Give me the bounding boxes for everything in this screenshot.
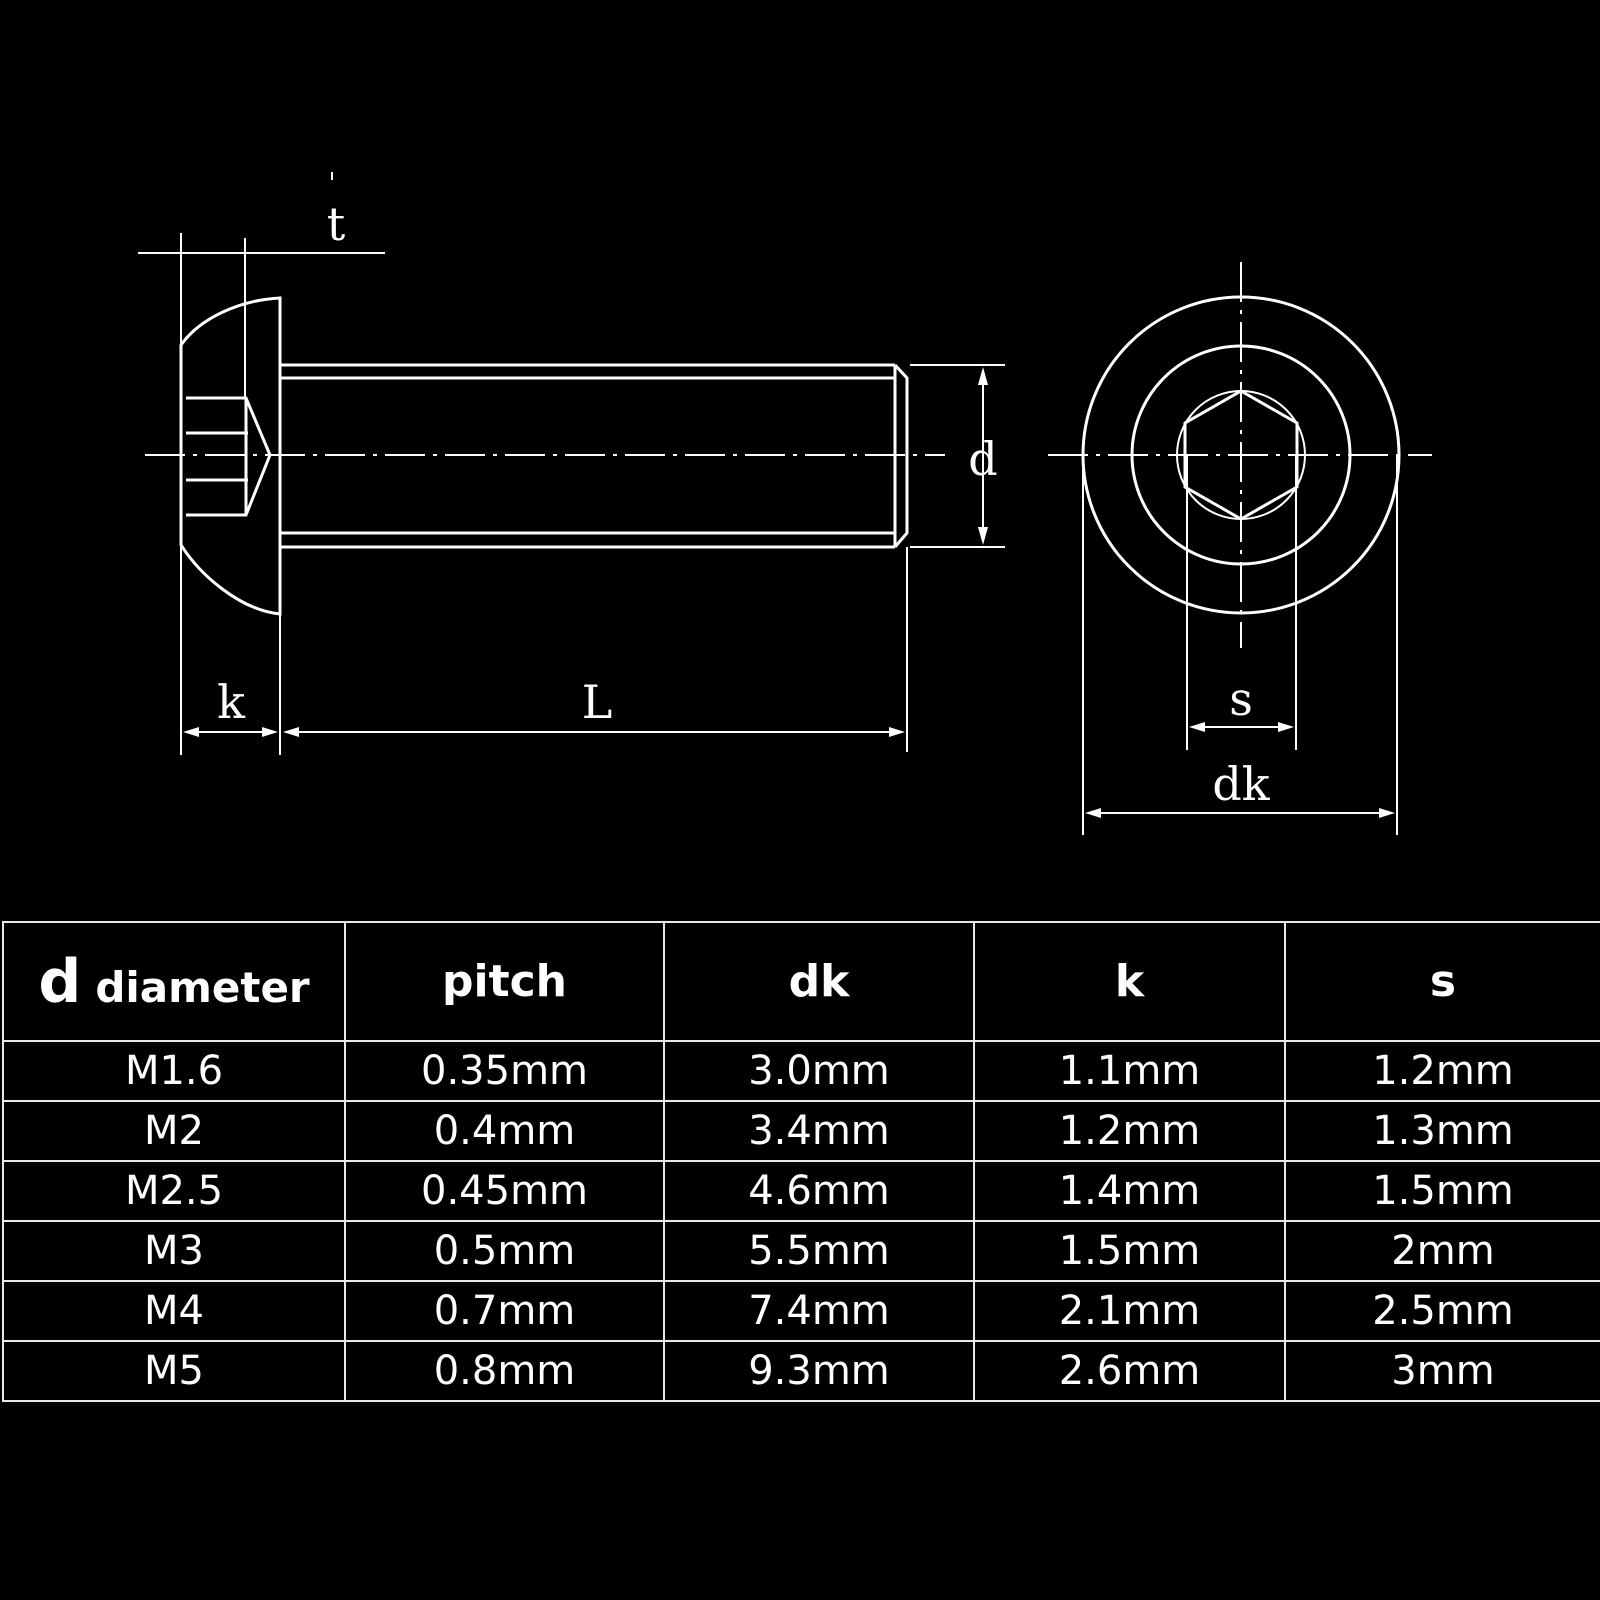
centerlines	[145, 262, 1432, 648]
header-row: d diameter pitch dk k s	[2, 921, 1600, 1042]
cell-pitch: 0.8mm	[344, 1340, 665, 1402]
d-arrow-bottom	[978, 527, 988, 545]
cell-dk: 3.0mm	[663, 1040, 975, 1102]
cell-pitch: 0.45mm	[344, 1160, 665, 1222]
side-view	[179, 296, 909, 616]
label-t: t	[327, 197, 346, 251]
spec-table: d diameter pitch dk k s M1.6 0.35mm 3.0mm…	[2, 921, 1600, 1402]
cell-diameter: M2	[2, 1100, 346, 1162]
cell-dk: 5.5mm	[663, 1220, 975, 1282]
L-arrow-right	[889, 727, 905, 737]
cell-s: 3mm	[1284, 1340, 1600, 1402]
L-arrow-left	[283, 727, 299, 737]
header-d-symbol: d	[38, 946, 82, 1017]
cell-dk: 9.3mm	[663, 1340, 975, 1402]
cell-pitch: 0.35mm	[344, 1040, 665, 1102]
cell-pitch: 0.4mm	[344, 1100, 665, 1162]
cell-diameter: M5	[2, 1340, 346, 1402]
k-arrow-left	[183, 727, 199, 737]
hex-socket-circle	[1176, 390, 1306, 520]
cell-pitch: 0.5mm	[344, 1220, 665, 1282]
table-row: M3 0.5mm 5.5mm 1.5mm 2mm	[2, 1220, 1600, 1282]
arrowheads	[183, 367, 1395, 818]
top-view	[1081, 295, 1401, 615]
cell-pitch: 0.7mm	[344, 1280, 665, 1342]
header-k: k	[973, 921, 1286, 1042]
cell-s: 2mm	[1284, 1220, 1600, 1282]
header-d-word: diameter	[95, 962, 310, 1012]
head-outer-circle	[1081, 295, 1401, 615]
label-d: d	[968, 432, 997, 486]
d-arrow-top	[978, 367, 988, 385]
dk-arrow-right	[1379, 808, 1395, 818]
table-row: M2.5 0.45mm 4.6mm 1.4mm 1.5mm	[2, 1160, 1600, 1222]
cell-s: 2.5mm	[1284, 1280, 1600, 1342]
head-inner-circle	[1130, 344, 1352, 566]
table-row: M5 0.8mm 9.3mm 2.6mm 3mm	[2, 1340, 1600, 1402]
header-pitch: pitch	[344, 921, 665, 1042]
cell-k: 1.5mm	[973, 1220, 1286, 1282]
cell-s: 1.2mm	[1284, 1040, 1600, 1102]
cell-diameter: M3	[2, 1220, 346, 1282]
cell-s: 1.5mm	[1284, 1160, 1600, 1222]
shank-end	[893, 363, 909, 548]
header-s: s	[1284, 921, 1600, 1042]
cell-k: 1.4mm	[973, 1160, 1286, 1222]
label-s: s	[1229, 672, 1253, 726]
cell-k: 2.6mm	[973, 1340, 1286, 1402]
table-row: M1.6 0.35mm 3.0mm 1.1mm 1.2mm	[2, 1040, 1600, 1102]
table-row: M2 0.4mm 3.4mm 1.2mm 1.3mm	[2, 1100, 1600, 1162]
cell-diameter: M4	[2, 1280, 346, 1342]
cell-k: 1.2mm	[973, 1100, 1286, 1162]
cell-dk: 3.4mm	[663, 1100, 975, 1162]
dk-arrow-left	[1085, 808, 1101, 818]
cell-diameter: M2.5	[2, 1160, 346, 1222]
label-dk: dk	[1212, 757, 1270, 811]
k-arrow-right	[262, 727, 278, 737]
cell-diameter: M1.6	[2, 1040, 346, 1102]
cell-dk: 7.4mm	[663, 1280, 975, 1342]
cell-dk: 4.6mm	[663, 1160, 975, 1222]
header-diameter: d diameter	[2, 921, 346, 1042]
cell-s: 1.3mm	[1284, 1100, 1600, 1162]
s-arrow-right	[1278, 722, 1294, 732]
dimension-lines	[138, 172, 1398, 835]
label-L: L	[582, 675, 613, 729]
hex-socket-profile	[186, 396, 272, 517]
cell-k: 2.1mm	[973, 1280, 1286, 1342]
s-arrow-left	[1189, 722, 1205, 732]
cell-k: 1.1mm	[973, 1040, 1286, 1102]
table-row: M4 0.7mm 7.4mm 2.1mm 2.5mm	[2, 1280, 1600, 1342]
screw-dimension-drawing: t d k L s dk	[138, 172, 1432, 835]
header-dk: dk	[663, 921, 975, 1042]
label-k: k	[217, 675, 246, 729]
